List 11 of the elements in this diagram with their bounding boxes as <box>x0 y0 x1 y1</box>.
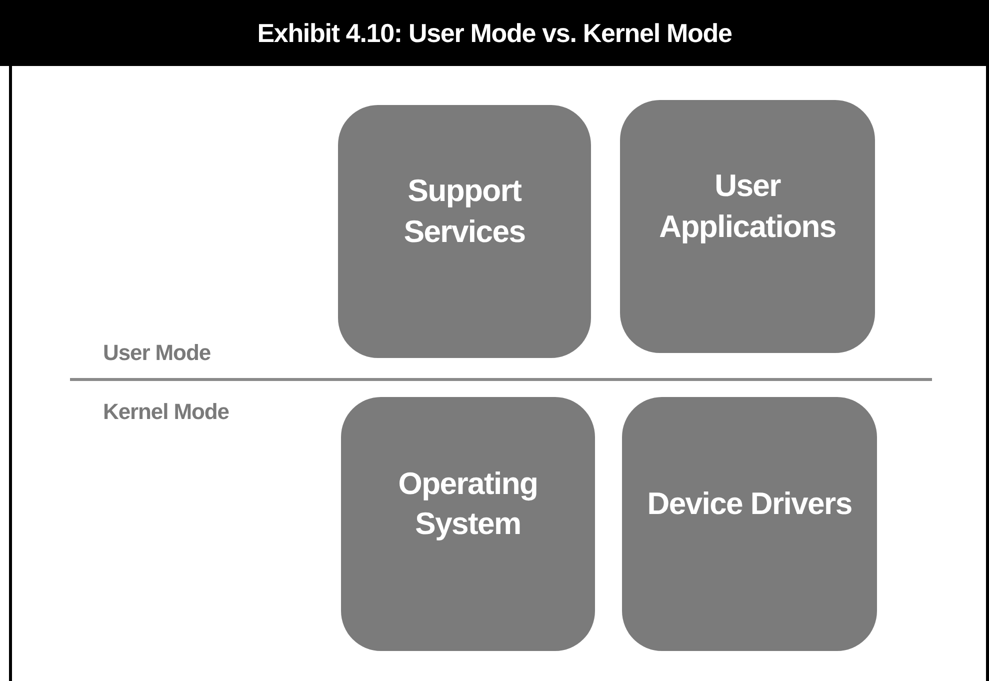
title-bar: Exhibit 4.10: User Mode vs. Kernel Mode <box>0 0 989 66</box>
rounded-box <box>620 100 875 353</box>
box-label: Operating System <box>397 464 539 543</box>
mode-label: User Mode <box>103 339 211 367</box>
rounded-box <box>338 105 591 358</box>
box-label: Device Drivers <box>647 484 852 523</box>
mode-label: Kernel Mode <box>103 398 229 426</box>
rounded-box <box>622 397 877 651</box>
box-label: Support Services <box>402 172 526 250</box>
box-label: User Applications <box>658 167 837 246</box>
rounded-box <box>341 397 595 651</box>
